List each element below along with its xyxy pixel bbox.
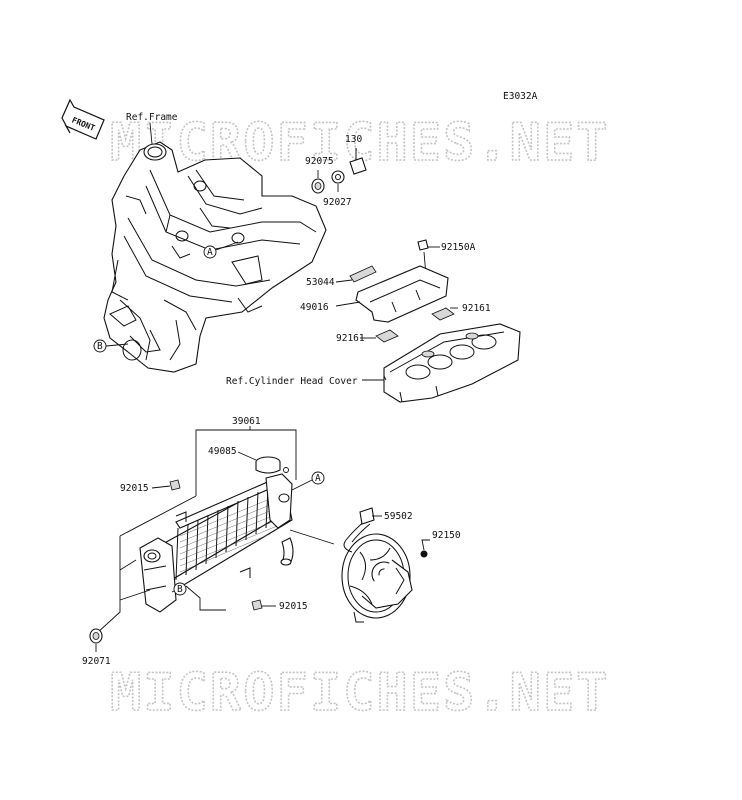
ref-frame-label: Ref.Frame	[126, 112, 178, 123]
callout-b-frame: B	[93, 339, 129, 353]
pad-92161-right	[431, 307, 458, 321]
watermark-bottom: MICROFICHES.NET	[110, 663, 610, 723]
svg-text:B: B	[177, 584, 183, 595]
cylinder-head-cover	[383, 323, 521, 403]
radiator-fan	[341, 507, 413, 623]
part-number-92075: 92075	[305, 156, 334, 167]
part-number-92027: 92027	[323, 197, 352, 208]
bolt-92150	[420, 539, 430, 558]
front-arrow-icon: FRONT	[61, 98, 105, 140]
part-number-92161-right: 92161	[462, 303, 491, 314]
svg-text:A: A	[207, 247, 213, 258]
grommet-92075	[311, 170, 325, 194]
diagram-code: E3032A	[503, 91, 538, 102]
part-number-92150A: 92150A	[441, 242, 476, 253]
radiator-core	[139, 473, 294, 613]
part-number-49016: 49016	[300, 302, 329, 313]
nut-92015-top	[151, 479, 181, 491]
callout-a-frame: A	[203, 241, 239, 259]
part-number-92015-top: 92015	[120, 483, 149, 494]
part-number-92071: 92071	[82, 656, 111, 667]
collar-92027	[331, 170, 345, 192]
svg-text:A: A	[315, 473, 321, 484]
pad-92161-left	[360, 329, 399, 343]
part-number-92161-left: 92161	[336, 333, 365, 344]
part-number-92150: 92150	[432, 530, 461, 541]
bolt-130	[349, 148, 367, 175]
callout-a-radiator: A	[291, 471, 325, 491]
part-number-59502: 59502	[384, 511, 413, 522]
part-number-130: 130	[345, 134, 362, 145]
cap-49085	[237, 451, 289, 474]
frame-illustration	[103, 141, 327, 373]
cover-49016	[335, 265, 449, 323]
callout-b-radiator: B	[171, 582, 187, 596]
ref-cylinder-head-cover-label: Ref.Cylinder Head Cover	[226, 376, 358, 387]
nut-92015-bottom	[251, 599, 276, 611]
part-number-39061: 39061	[232, 416, 261, 427]
pad-53044	[335, 265, 377, 283]
grommet-92071	[89, 628, 103, 652]
part-number-53044: 53044	[306, 277, 335, 288]
part-number-92015-bottom: 92015	[279, 601, 308, 612]
svg-text:B: B	[97, 341, 103, 352]
part-number-49085: 49085	[208, 446, 237, 457]
